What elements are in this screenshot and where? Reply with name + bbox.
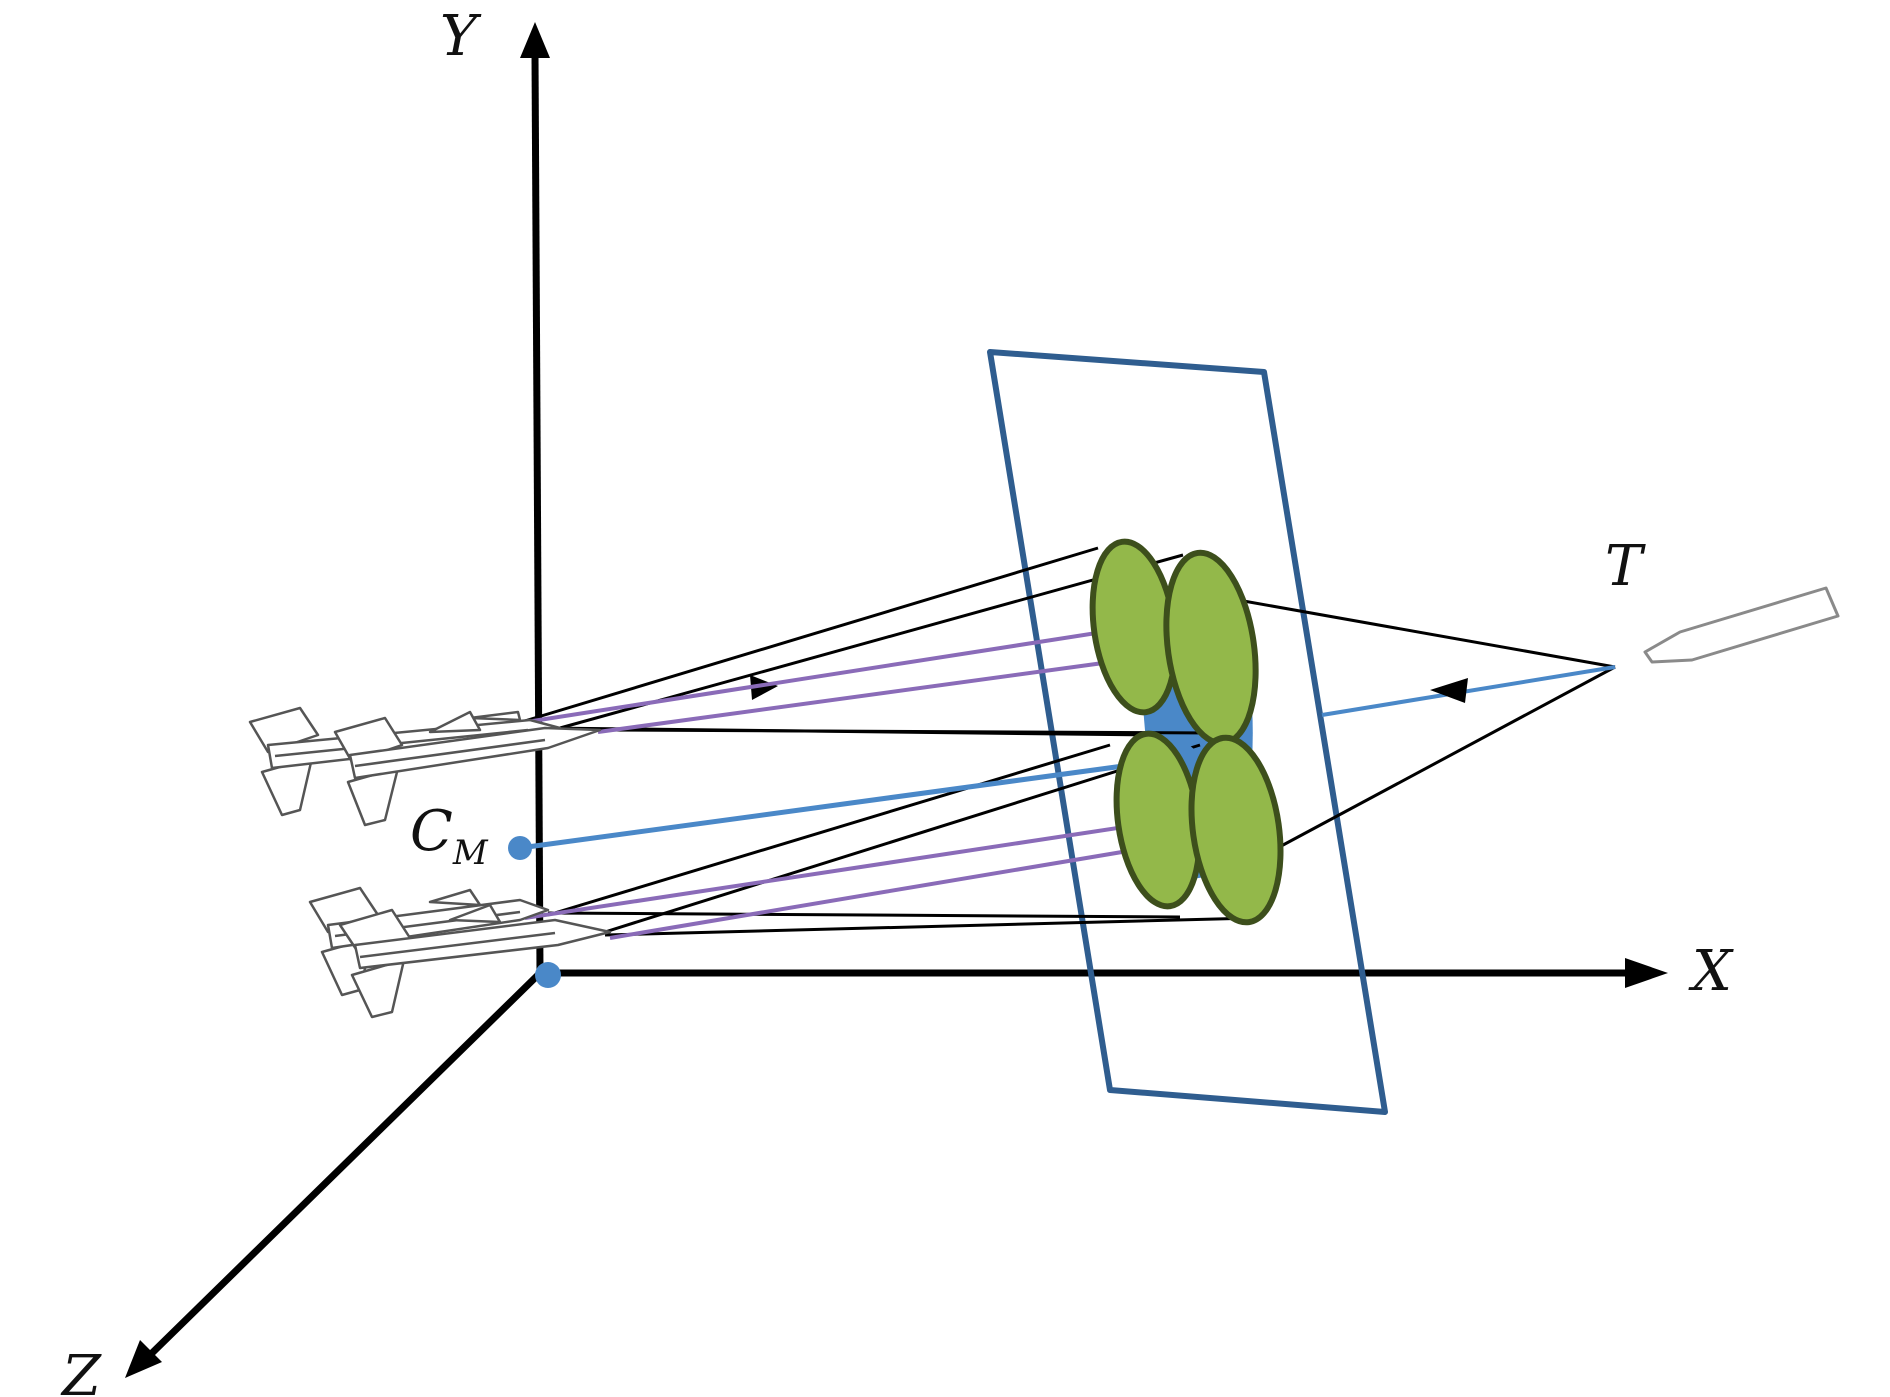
- projection-plane: [987, 349, 1388, 1115]
- missile-upper-back: [248, 706, 562, 817]
- z-axis: [147, 970, 543, 1358]
- centroid-label-main: C: [410, 799, 453, 864]
- target-lines: [1237, 598, 1616, 854]
- guidance-lines: [519, 625, 1254, 940]
- z-axis-label: Z: [60, 1344, 102, 1397]
- x-axis-arrow-icon: [1625, 958, 1668, 988]
- impact-ellipses: [1089, 538, 1284, 926]
- centroid-label: CM: [410, 799, 489, 873]
- missile-lower-front: [338, 903, 612, 1019]
- y-axis-label: Y: [440, 4, 482, 69]
- ship-icon: [1643, 586, 1840, 664]
- x-axis-label: X: [1688, 939, 1734, 1004]
- centroid-line: [519, 755, 1183, 851]
- y-axis: [531, 54, 544, 974]
- target-velocity-line: [1321, 665, 1616, 717]
- missile-icon: [248, 706, 612, 1019]
- centroid-dot: [508, 836, 532, 860]
- axes: [125, 22, 1668, 1378]
- y-axis-arrow-icon: [520, 22, 550, 58]
- cone-lines: [517, 546, 1256, 937]
- target-arrow-icon: [1430, 678, 1468, 703]
- origin-dot: [535, 962, 561, 988]
- cone-arrow-icon: [750, 675, 778, 700]
- centroid-label-sub: M: [452, 833, 489, 873]
- z-axis-arrow-icon: [125, 1340, 162, 1378]
- target-label: T: [1605, 534, 1646, 599]
- ellipse-lower-front: [1188, 734, 1284, 926]
- missile-upper-front: [333, 710, 602, 827]
